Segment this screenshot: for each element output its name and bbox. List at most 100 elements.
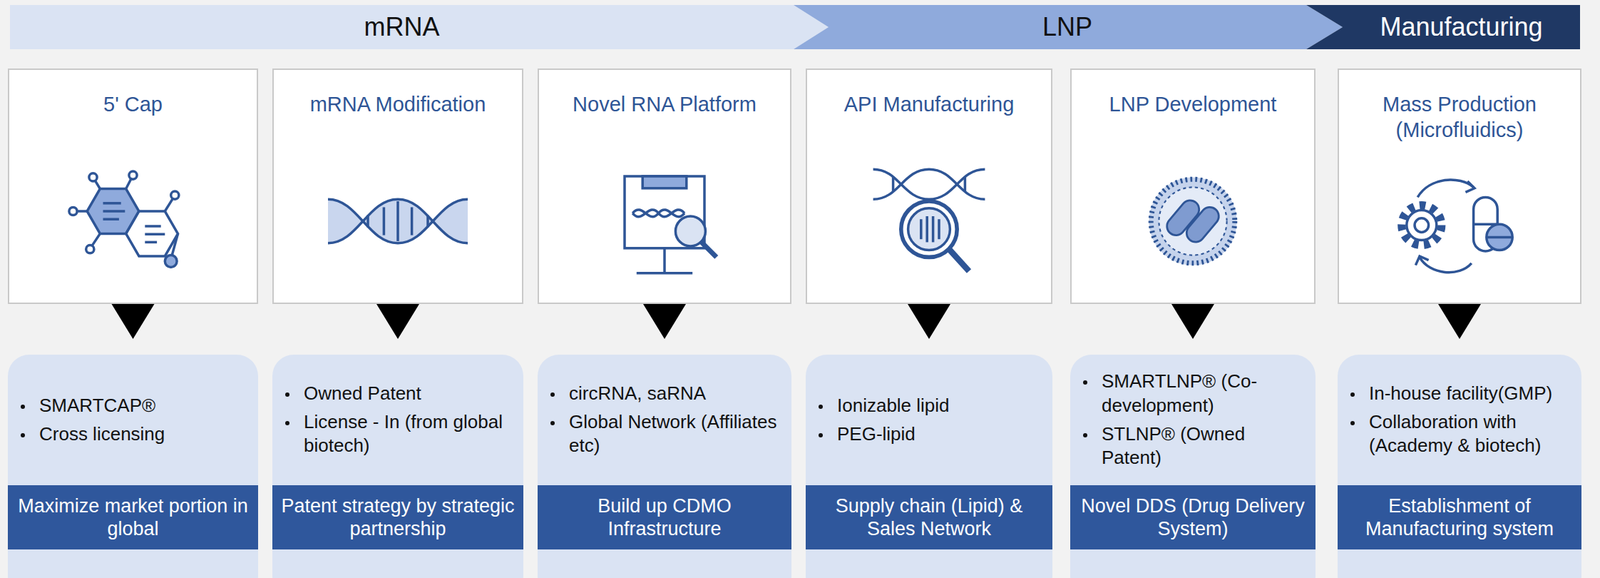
bullet-item: Collaboration with (Academy & biotech) xyxy=(1337,409,1575,459)
bullet-list: In-house facility(GMP) Collaboration with… xyxy=(1337,354,1575,485)
bullet-item: Ionizable lipid xyxy=(805,393,1046,418)
rna-platform-icon-part xyxy=(636,271,693,274)
molecule-icon-part xyxy=(69,206,78,215)
category-box: API Manufacturing xyxy=(805,68,1053,304)
bullet-list: Ionizable lipidPEG-lipid xyxy=(805,354,1046,485)
box-fill-part xyxy=(537,68,792,304)
bullet-list: SMARTCAP® Cross licensing xyxy=(7,354,251,485)
down-arrow xyxy=(111,303,155,339)
bullet-dot xyxy=(818,432,823,438)
bullet-text: PEG-lipid xyxy=(805,422,1046,447)
strategy-text: Establishment of Manufacturing system xyxy=(1346,494,1573,541)
bullet-item: Global Network (Affiliates etc) xyxy=(537,409,785,459)
box-fill-part xyxy=(7,68,259,304)
rna-platform-icon-part xyxy=(675,216,706,246)
bullet-list: SMARTLNP® (Co-development)STLNP® (Owned … xyxy=(1070,354,1309,485)
detail-panel: circRNA, saRNAGlobal Network (Affiliates… xyxy=(537,354,792,578)
bullet-text: Ionizable lipid xyxy=(805,393,1046,418)
stage-band: Manufacturing xyxy=(1306,4,1581,50)
strategy-bar: Novel DDS (Drug Delivery System) xyxy=(1070,484,1316,550)
bullet-item: In-house facility(GMP) xyxy=(1337,381,1575,406)
category-title: LNP Development xyxy=(1078,91,1307,117)
stage-band: mRNA xyxy=(9,4,829,50)
molecule-icon-part xyxy=(103,209,126,212)
molecule-icon-part xyxy=(86,245,95,254)
strategy-text: Supply chain (Lipid) & Sales Network xyxy=(814,494,1044,541)
down-arrow xyxy=(376,303,420,339)
mrna-ribbon-icon-part xyxy=(327,198,468,244)
manufacturing-icon-part xyxy=(1486,223,1513,250)
bullet-dot xyxy=(818,404,823,409)
bullet-dot xyxy=(285,420,290,425)
molecule-icon-part xyxy=(129,171,137,179)
strategy-bar: Establishment of Manufacturing system xyxy=(1337,484,1582,550)
bullet-item: PEG-lipid xyxy=(805,422,1046,447)
rna-platform-icon xyxy=(624,176,717,274)
molecule-icon-part xyxy=(171,191,179,199)
strategy-text: Maximize market portion in global xyxy=(16,494,250,541)
molecule-icon-part xyxy=(126,211,179,256)
bullet-dot xyxy=(1083,432,1088,438)
manufacturing-icon-part xyxy=(1406,210,1437,241)
stage-band: LNP xyxy=(793,4,1343,50)
mrna-ribbon-icon-part xyxy=(426,215,429,228)
mrna-ribbon-icon-part xyxy=(382,206,386,235)
box-fill-part xyxy=(272,68,524,304)
strategy-text: Novel DDS (Drug Delivery System) xyxy=(1078,494,1307,541)
box-fill-part xyxy=(1070,68,1316,304)
detail-panel: Owned PatentLicense - In (from global bi… xyxy=(272,354,524,578)
api-icon-part xyxy=(873,168,986,199)
bullet-text: In-house facility(GMP) xyxy=(1337,381,1575,406)
bullet-item: Cross licensing xyxy=(7,422,251,447)
api-icon-part xyxy=(925,216,928,242)
bullet-item: STLNP® (Owned Patent) xyxy=(1070,422,1309,471)
bullet-item: SMARTLNP® (Co-development) xyxy=(1070,369,1309,418)
bullet-list: Owned PatentLicense - In (from global bi… xyxy=(272,354,517,485)
band-chevron xyxy=(1306,4,1581,50)
mrna-ribbon-icon-part xyxy=(327,198,468,244)
bullet-dot xyxy=(285,392,290,397)
category-box: LNP Development xyxy=(1070,68,1316,304)
molecule-icon-part xyxy=(144,240,157,244)
manufacturing-icon-part xyxy=(1417,179,1474,197)
api-icon-part xyxy=(963,176,967,192)
strategy-text: Patent strategy by strategic partnership xyxy=(280,494,515,541)
molecule-icon xyxy=(69,171,179,267)
api-icon xyxy=(873,168,986,271)
rna-platform-icon-part xyxy=(632,209,685,217)
lnp-icon-part xyxy=(1158,186,1227,255)
category-box: Mass Production (Microfluidics) xyxy=(1337,68,1582,304)
stage-label: mRNA xyxy=(12,4,791,50)
bullet-dot xyxy=(20,404,25,409)
down-arrow xyxy=(1438,303,1481,339)
strategy-bar: Build up CDMO Infrastructure xyxy=(537,484,792,550)
api-icon-part xyxy=(949,248,969,271)
bullet-text: Global Network (Affiliates etc) xyxy=(537,409,785,459)
manufacturing-icon-part xyxy=(1415,255,1429,266)
bullet-text: License - In (from global biotech) xyxy=(272,409,517,459)
bullet-text: Cross licensing xyxy=(7,422,251,447)
bullet-dot xyxy=(1350,420,1355,425)
bullet-dot xyxy=(1350,392,1355,397)
category-title: API Manufacturing xyxy=(814,91,1044,117)
api-icon-part xyxy=(937,218,940,239)
molecule-icon-part xyxy=(144,232,165,235)
bullet-dot xyxy=(1083,380,1088,385)
api-icon-part xyxy=(908,208,951,251)
detail-panel: SMARTCAP® Cross licensingMaximize market … xyxy=(7,354,259,578)
mrna-ribbon-icon-part xyxy=(366,215,369,228)
lnp-icon-part xyxy=(1182,203,1223,246)
strategy-bar: Maximize market portion in global xyxy=(7,484,259,550)
manufacturing-icon-part xyxy=(1465,181,1475,192)
category-title: Mass Production (Microfluidics) xyxy=(1346,91,1573,143)
rna-platform-icon-part xyxy=(632,209,685,217)
box-fill-part xyxy=(1337,68,1582,304)
api-icon-part xyxy=(919,218,922,239)
category-box: 5' Cap xyxy=(7,68,259,304)
bullet-dot xyxy=(550,392,555,397)
bullet-item: SMARTCAP® xyxy=(7,393,251,418)
bullet-text: Collaboration with (Academy & biotech) xyxy=(1337,409,1575,459)
bullet-item: License - In (from global biotech) xyxy=(272,409,517,459)
lnp-icon-part xyxy=(1148,176,1237,265)
